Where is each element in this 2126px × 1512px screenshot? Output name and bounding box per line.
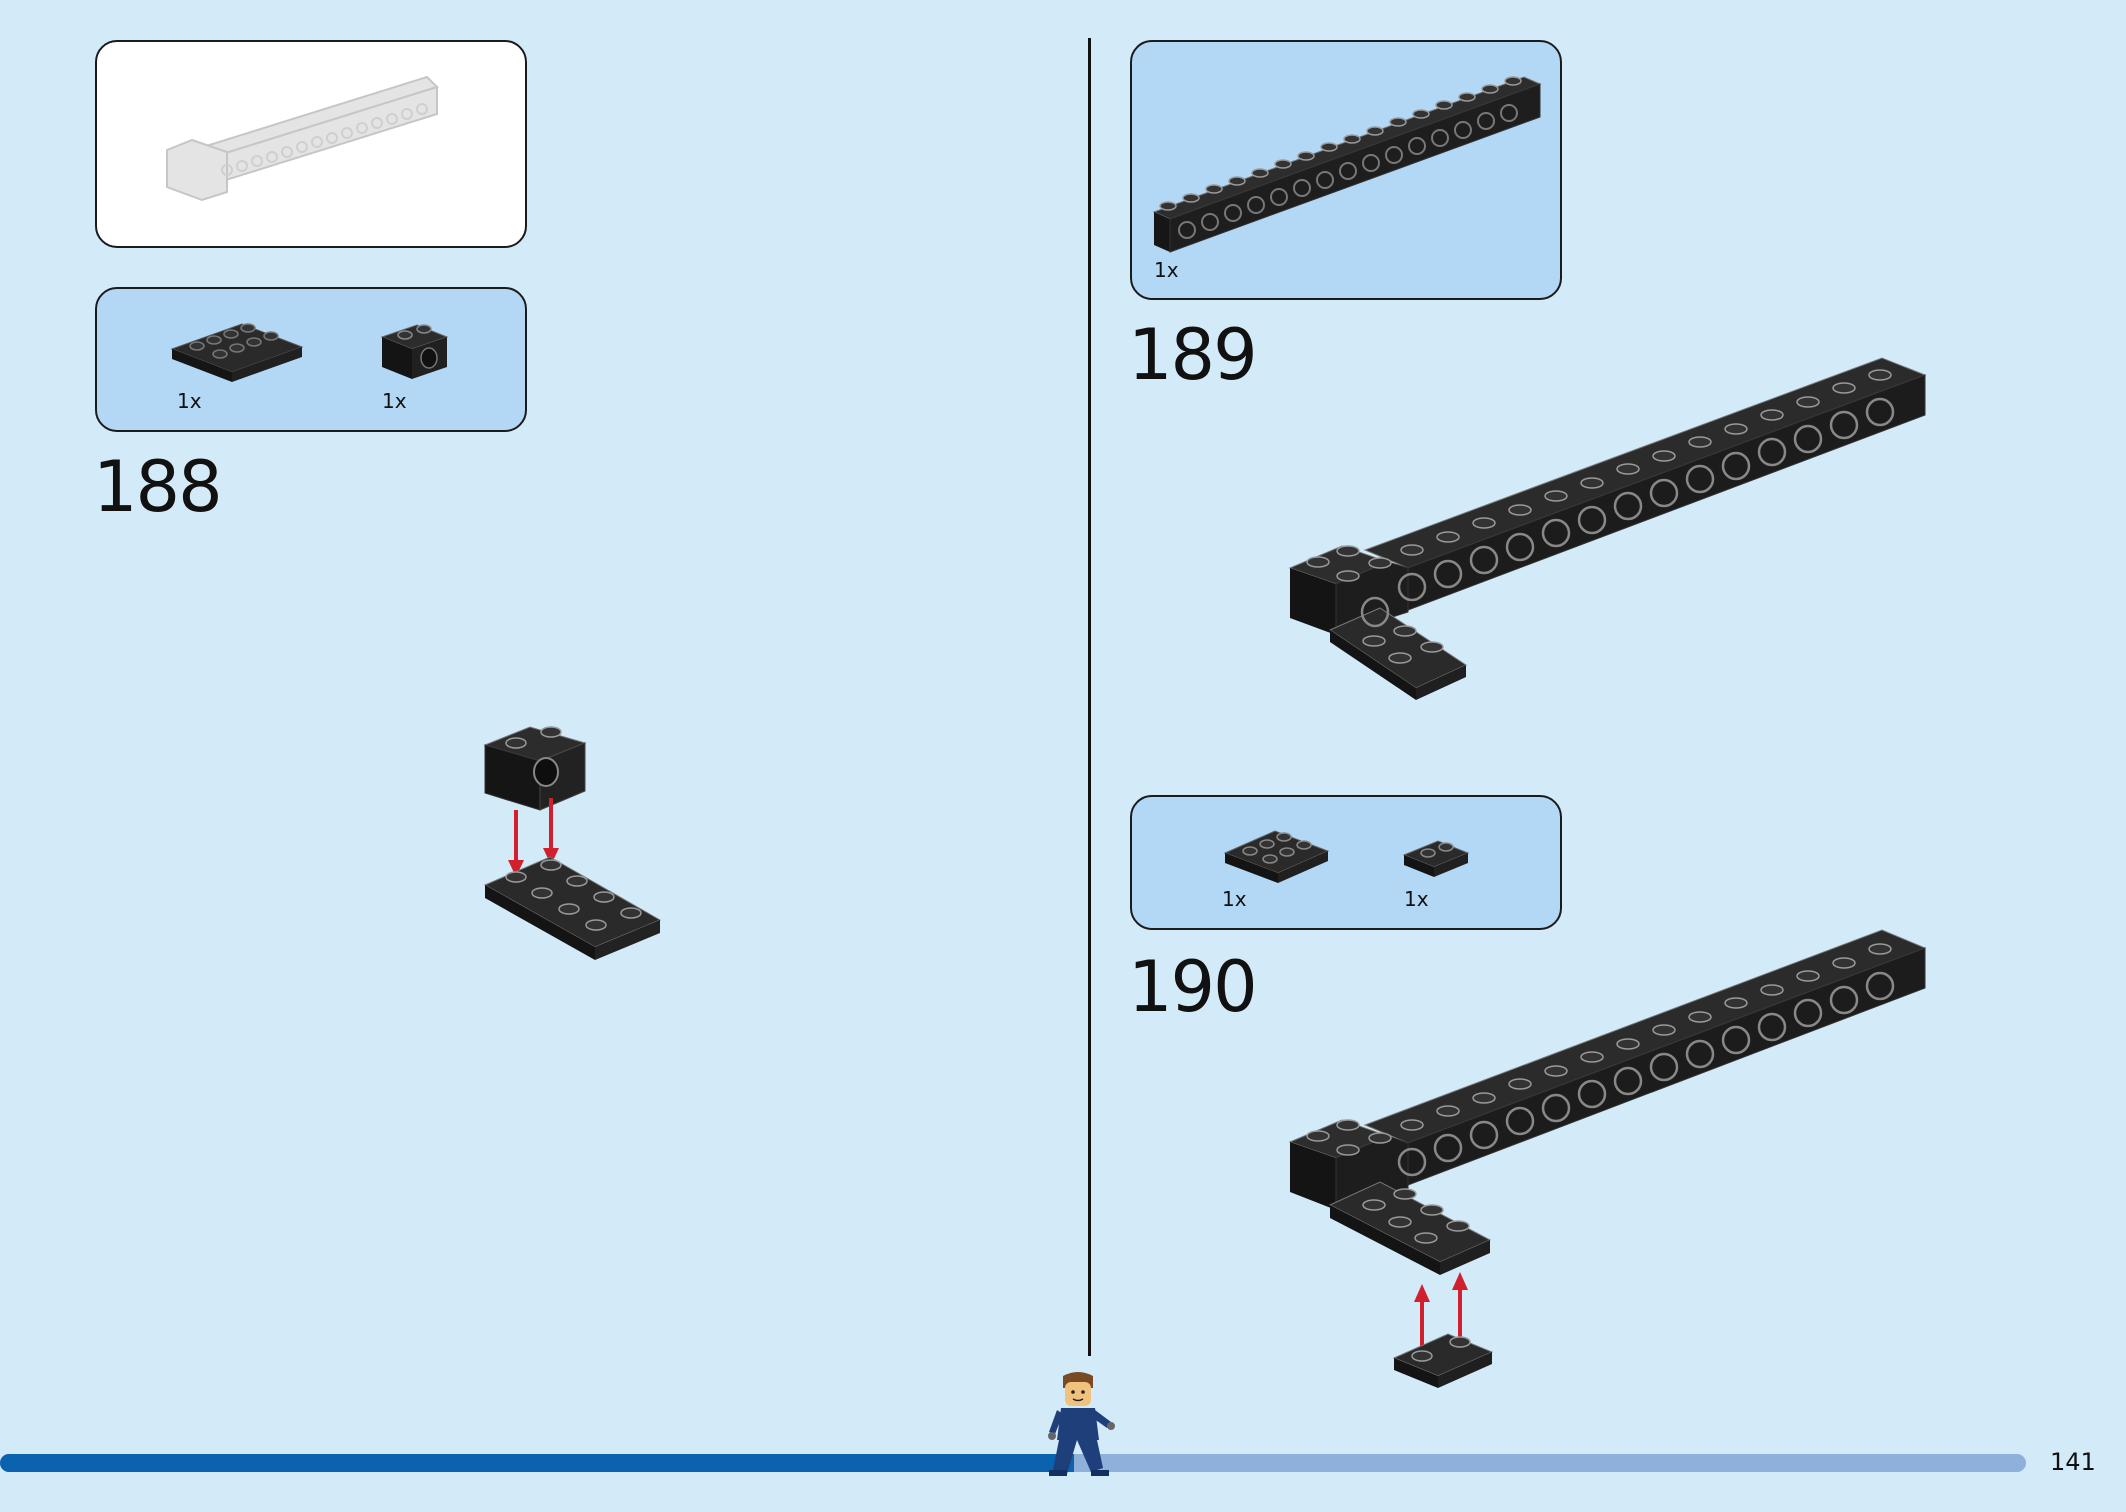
step-189-illustration [1288,357,1927,700]
step-188-illustration [483,726,662,960]
parts-list-panel-step-189: 1x [1130,40,1562,300]
black-technic-brick-1x2-icon [380,324,449,379]
submodel-preview-panel [95,40,527,248]
step-190-illustration [1288,929,1927,1388]
black-plate-1x2-icon [1402,840,1470,877]
page-number: 141 [2050,1448,2096,1476]
part-quantity: 1x [1154,258,1179,282]
black-technic-beam-1x16-icon [1152,76,1542,253]
step-number: 189 [1128,314,1258,396]
parts-list-panel-step-188: 1x 1x [95,287,527,432]
minifigure-runner-icon [1048,1372,1115,1476]
black-plate-2x4-icon [170,323,304,382]
column-divider [1088,38,1091,1356]
step-number: 190 [1128,946,1258,1028]
progress-bar-fill [0,1454,1074,1472]
step-number: 188 [93,446,223,528]
part-quantity: 1x [177,389,202,413]
black-plate-2x3-icon [1223,830,1330,883]
part-quantity: 1x [382,389,407,413]
parts-list-panel-step-190: 1x 1x [1130,795,1562,930]
part-quantity: 1x [1404,887,1429,911]
submodel-gray-beam-image [166,75,439,202]
part-quantity: 1x [1222,887,1247,911]
